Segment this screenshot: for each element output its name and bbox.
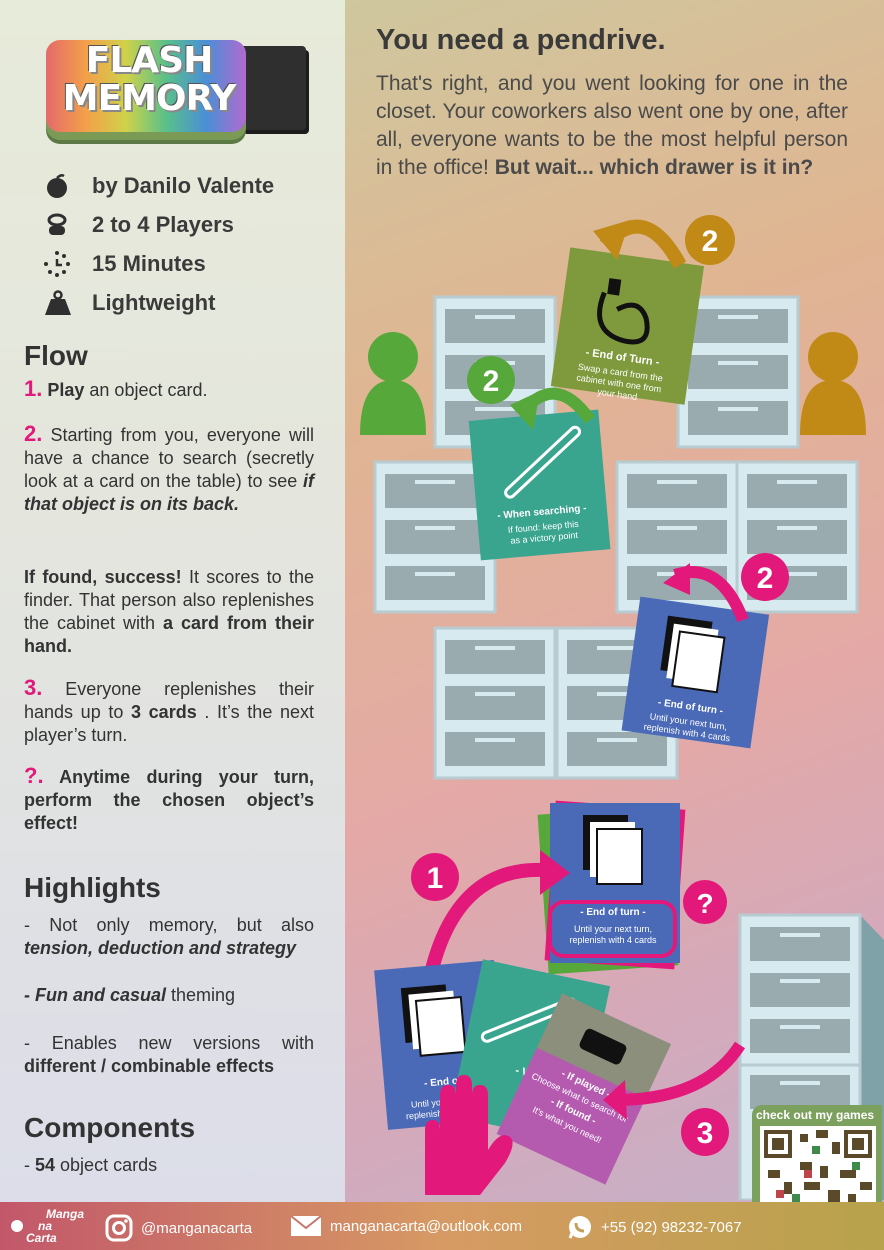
badge-2-gold-text: 2 [702, 225, 719, 258]
badge-2-green [467, 356, 515, 404]
pendrive-body [46, 40, 246, 132]
left-column [0, 0, 345, 1202]
flow-step-2: 2. Starting from you, everyone will have… [24, 421, 314, 514]
pink-arrow-top-head [663, 563, 690, 595]
game-meta: by Danilo Valente 2 to 4 Players 15 Minu… [44, 166, 334, 322]
highlight-3: - Enables new versions with different / … [24, 1033, 314, 1076]
green-arrow-head [510, 391, 540, 430]
meta-players: 2 to 4 Players [44, 205, 334, 244]
gold-arrow-head [593, 220, 630, 260]
badge-2-pink [741, 553, 789, 601]
highlights-heading: Highlights [24, 872, 161, 903]
flow-step-3: 3. Everyone replenishes their hands up t… [24, 675, 314, 745]
apple-logo-icon [11, 1220, 23, 1232]
flow-found: If found, success! It scores to the find… [24, 567, 314, 656]
badge-2-pink-text: 2 [757, 562, 774, 595]
players-icon [44, 212, 80, 238]
flow-heading: Flow [24, 340, 88, 371]
qr-label: check out my games [756, 1108, 875, 1122]
manga-na-carta-logo: Manga na Carta [10, 1208, 84, 1244]
gold-player-meeple [800, 332, 866, 435]
footer: Manga na Carta @manganacarta manganacart… [0, 1202, 884, 1250]
email-link[interactable]: manganacarta@outlook.com [290, 1214, 522, 1238]
game-illustration: - End of Turn - Swap a card from thecabi… [360, 215, 884, 1200]
cable-card: - End of Turn - Swap a card from thecabi… [550, 247, 705, 406]
hand-icon [425, 1075, 513, 1195]
flow-step-1: 1. Play an object card. [24, 376, 208, 401]
svg-text:- End of turn -: - End of turn - [580, 907, 646, 918]
clock-icon [44, 250, 80, 277]
svg-text:- End of: - End of [424, 1075, 463, 1089]
badge-3 [681, 1108, 729, 1156]
whatsapp-icon [568, 1216, 591, 1239]
badge-2-green-text: 2 [483, 365, 500, 398]
pen-card: - When searching - If found: keep thisas… [468, 409, 611, 561]
hand-card-right: - If played - Choose what to search for … [496, 993, 671, 1185]
pendrive-cap [240, 46, 306, 130]
logo-line-2: MEMORY [62, 78, 237, 119]
pink-arrow-three-head [603, 1080, 627, 1120]
svg-text:Until your next turn,replenish: Until your next turn,replenish with 4 ca… [569, 924, 657, 945]
meta-time: 15 Minutes [44, 244, 334, 283]
meta-weight: Lightweight [44, 283, 334, 322]
components-heading: Components [24, 1112, 196, 1143]
badge-3-text: 3 [697, 1117, 714, 1150]
whatsapp-link[interactable]: +55 (92) 98232-7067 [567, 1214, 742, 1240]
pink-arrow-big-head [540, 850, 570, 895]
weight-icon [44, 289, 80, 316]
logo-line-1: FLASH [85, 40, 213, 81]
flow-step-anytime: ?. Anytime during your turn, perform the… [24, 763, 314, 833]
badge-question-text: ? [696, 888, 713, 919]
flash-memory-logo: FLASH MEMORY [40, 28, 310, 138]
badge-1 [411, 853, 459, 901]
highlight-1: - Not only memory, but also tension, ded… [24, 915, 314, 958]
badge-1-text: 1 [427, 862, 444, 895]
green-player-meeple [360, 332, 426, 435]
highlight-2: - Fun and casual theming [24, 985, 236, 1005]
svg-text:Swap a card from thecabinet wi: Swap a card from thecabinet with one fro… [574, 362, 663, 406]
pink-arrow-three [614, 1041, 746, 1106]
meta-author: by Danilo Valente [44, 166, 334, 205]
center-card-stack: - End of turn - Until your next turn,rep… [537, 800, 686, 975]
story-text: That's right, and you went looking for o… [376, 72, 848, 179]
story-heading: You need a pendrive. [376, 24, 666, 56]
instagram-icon [105, 1214, 133, 1242]
cabinet-bottom-left [433, 626, 557, 780]
badge-2-gold [685, 215, 735, 265]
instagram-link[interactable]: @manganacarta [105, 1214, 252, 1242]
badge-question [683, 880, 727, 924]
logo-title: FLASH MEMORY [54, 42, 244, 118]
components-line: - 54 object cards [24, 1155, 158, 1175]
mail-icon [290, 1215, 322, 1236]
apple-icon [44, 173, 80, 199]
paper-card-blue: - End of turn - Until your next turn,rep… [621, 596, 770, 749]
